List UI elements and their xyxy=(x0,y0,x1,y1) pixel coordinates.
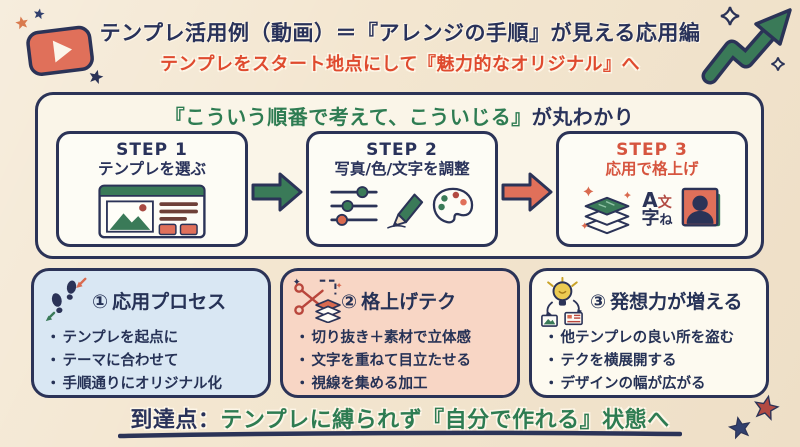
page-subtitle: テンプレをスタート地点にして『魅力的なオリジナル』へ xyxy=(160,54,640,75)
list-item: ・テーマに合わせて xyxy=(46,350,222,373)
list-item: ・テクを横展開する xyxy=(544,350,734,373)
glyph-a: A xyxy=(642,187,658,212)
step-card-1: STEP 1 テンプレを選ぶ xyxy=(56,131,248,247)
glyph-ji: 字 xyxy=(641,207,660,229)
list-item: ・テンプレを起点に xyxy=(46,327,222,350)
page-title: テンプレ活用例（動画）＝『アレンジの手順』が見える応用編 xyxy=(99,21,701,45)
footer-text: テンプレに縛られず『自分で作れる』状態へ xyxy=(220,408,670,433)
arrow-right-green-icon xyxy=(251,172,303,212)
card-title-text: 応用プロセス xyxy=(112,291,227,313)
sparkle-icon xyxy=(720,6,740,26)
step-card-3: STEP 3 応用で格上げ A文 字ね xyxy=(556,131,748,247)
bullet-marker: ・ xyxy=(544,330,559,346)
card-number: ② xyxy=(341,291,358,313)
glyph-bun: 文 xyxy=(657,194,672,211)
portrait-icon xyxy=(681,187,720,227)
step1-label: STEP 1 xyxy=(116,140,188,160)
card-title-text: 発想力が増える xyxy=(610,291,743,313)
pencil-icon xyxy=(387,193,424,229)
card-techniques-list: ・切り抜き＋素材で立体感・文字を重ねて目立たせる・視線を集める加工 xyxy=(295,327,471,396)
step3-title: 応用で格上げ xyxy=(605,160,699,178)
list-item-text: デザインの幅が広がる xyxy=(560,376,706,392)
star-icon xyxy=(754,394,780,421)
bullet-marker: ・ xyxy=(295,353,310,369)
list-item: ・視線を集める加工 xyxy=(295,373,471,396)
layers-icon xyxy=(581,186,632,235)
list-item-text: テクを横展開する xyxy=(560,353,677,369)
typography-icon: A文 字ね xyxy=(641,187,673,229)
step-card-2: STEP 2 写真/色/文字を調整 xyxy=(306,131,498,247)
card-process-list: ・テンプレを起点に・テーマに合わせて・手順通りにオリジナル化 xyxy=(46,327,222,396)
footprints-icon xyxy=(45,277,87,322)
youtube-play-icon xyxy=(15,8,104,84)
bullet-marker: ・ xyxy=(295,330,310,346)
list-item-text: テーマに合わせて xyxy=(62,353,179,369)
list-item-text: テンプレを起点に xyxy=(62,330,179,346)
step3-label: STEP 3 xyxy=(616,140,688,160)
flow-panel: 『こういう順番で考えて、こういじる』が丸わかり STEP 1 テンプレを選ぶ xyxy=(35,92,764,259)
arrow-right-red-icon xyxy=(501,172,553,212)
list-item-text: 視線を集める加工 xyxy=(311,376,428,392)
sparkle-icon xyxy=(293,278,300,285)
list-item-text: 他テンプレの良い所を盗む xyxy=(560,330,735,346)
star-icon xyxy=(34,8,45,20)
flow-heading: 『こういう順番で考えて、こういじる』が丸わかり xyxy=(38,101,761,130)
template-browser-icon xyxy=(98,184,206,239)
palette-icon xyxy=(432,187,474,224)
list-item-text: 文字を重ねて目立たせる xyxy=(311,353,472,369)
flow-heading-rest: が丸わかり xyxy=(531,105,635,129)
card-creativity-list: ・他テンプレの良い所を盗む・テクを横展開する・デザインの幅が広がる xyxy=(544,327,734,396)
sparkle-icon xyxy=(336,282,342,288)
sliders-icon xyxy=(330,186,378,226)
list-item-text: 手順通りにオリジナル化 xyxy=(62,376,223,392)
list-item: ・手順通りにオリジナル化 xyxy=(46,373,222,396)
list-item: ・切り抜き＋素材で立体感 xyxy=(295,327,471,350)
star-icon xyxy=(727,416,751,440)
bullet-marker: ・ xyxy=(544,376,559,392)
glyph-ne: ね xyxy=(659,212,673,228)
scissors-crop-icon xyxy=(293,278,342,323)
card-number: ① xyxy=(92,291,109,313)
star-icon xyxy=(89,69,104,84)
list-item-text: 切り抜き＋素材で立体感 xyxy=(311,330,472,346)
footer-message: 到達点：テンプレに縛られず『自分で作れる』状態へ xyxy=(0,402,800,434)
list-item: ・文字を重ねて目立たせる xyxy=(295,350,471,373)
bullet-marker: ・ xyxy=(46,353,61,369)
footer-prefix: 到達点： xyxy=(130,408,221,433)
bullet-marker: ・ xyxy=(46,330,61,346)
stars-decoration xyxy=(727,394,780,440)
step2-label: STEP 2 xyxy=(366,140,438,160)
step1-title: テンプレを選ぶ xyxy=(97,160,207,178)
sparkle-icon xyxy=(583,186,594,197)
star-icon xyxy=(15,16,28,30)
card-title-text: 格上げテク xyxy=(361,291,457,313)
trending-up-arrow-icon xyxy=(701,6,792,85)
card-number: ③ xyxy=(590,291,607,313)
bullet-marker: ・ xyxy=(46,376,61,392)
underline-stroke xyxy=(118,430,682,439)
lightbulb-idea-icon xyxy=(541,277,583,327)
list-item: ・デザインの幅が広がる xyxy=(544,373,734,396)
flow-heading-highlight: 『こういう順番で考えて、こういじる』 xyxy=(164,105,532,129)
sparkle-icon xyxy=(581,222,589,230)
step2-title: 写真/色/文字を調整 xyxy=(334,160,470,178)
sparkle-icon xyxy=(624,191,632,199)
bullet-marker: ・ xyxy=(544,353,559,369)
sparkle-icon xyxy=(771,57,785,71)
bullet-marker: ・ xyxy=(295,376,310,392)
list-item: ・他テンプレの良い所を盗む xyxy=(544,327,734,350)
